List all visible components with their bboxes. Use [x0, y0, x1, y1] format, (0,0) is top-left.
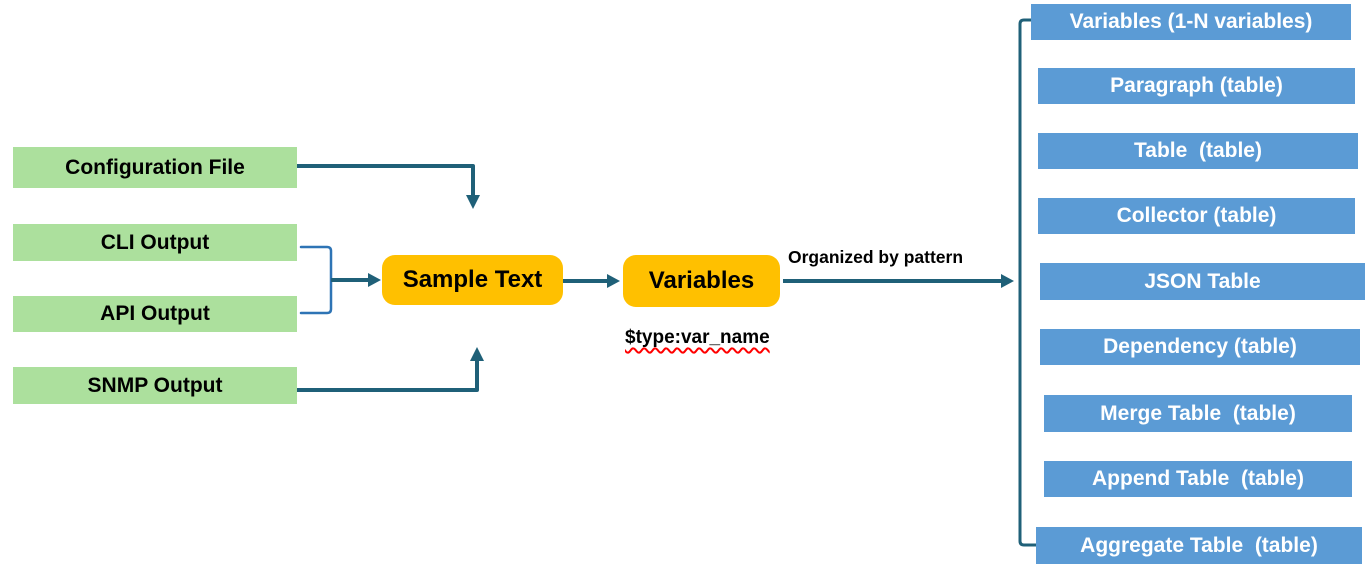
- arrow-variables-to-patterns: [783, 274, 1014, 288]
- pattern-box-json-table: JSON Table: [1040, 263, 1365, 300]
- arrow-snmp-to-sample: [297, 347, 484, 392]
- variable-syntax-text: $type:var_name: [625, 327, 770, 348]
- bracket-cli-api: [299, 245, 333, 315]
- arrow-configuration-to-sample: [297, 164, 480, 209]
- pattern-box-dependency: Dependency (table): [1040, 329, 1360, 365]
- pattern-box-table: Table (table): [1038, 133, 1358, 169]
- source-box-configuration-file: Configuration File: [13, 147, 297, 188]
- bracket-patterns: [1018, 18, 1036, 547]
- pattern-box-aggregate-table: Aggregate Table (table): [1036, 527, 1362, 564]
- source-box-cli-output: CLI Output: [13, 224, 297, 261]
- arrow-sample-to-variables: [563, 274, 620, 288]
- pattern-box-collector: Collector (table): [1038, 198, 1355, 234]
- arrow-bracket-to-sample: [331, 273, 381, 287]
- source-box-api-output: API Output: [13, 296, 297, 332]
- pattern-box-paragraph: Paragraph (table): [1038, 68, 1355, 104]
- source-box-snmp-output: SNMP Output: [13, 367, 297, 404]
- pattern-box-variables: Variables (1-N variables): [1031, 4, 1351, 40]
- process-box-sample-text: Sample Text: [382, 255, 563, 305]
- pattern-box-append-table: Append Table (table): [1044, 461, 1352, 497]
- organized-by-pattern-label: Organized by pattern: [788, 247, 964, 267]
- process-box-variables: Variables: [623, 255, 780, 307]
- pattern-box-merge-table: Merge Table (table): [1044, 395, 1352, 432]
